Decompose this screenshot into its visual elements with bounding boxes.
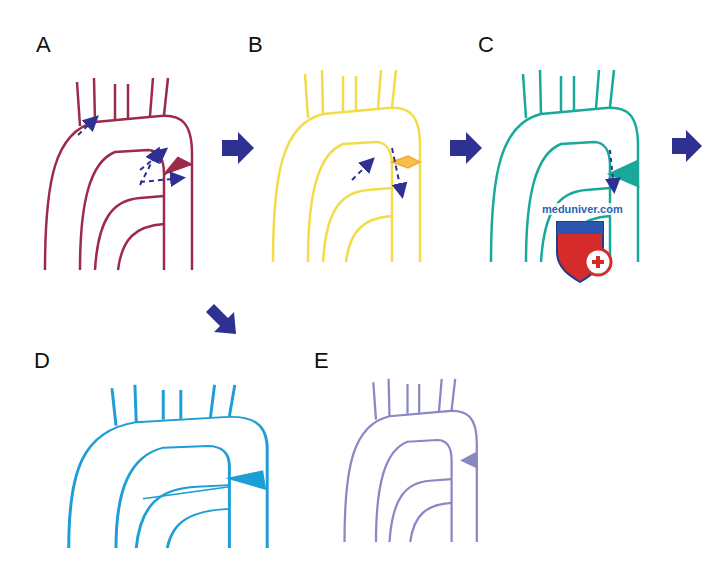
- panel-e: [345, 379, 477, 542]
- panel-letter: B: [248, 32, 263, 58]
- watermark-shield: [557, 222, 611, 282]
- flow-arrow-c: [610, 150, 614, 190]
- watermark: meduniver.com: [540, 203, 625, 215]
- panel-letter: C: [478, 32, 494, 58]
- block-arrows: [206, 130, 702, 334]
- panel-a: [45, 78, 192, 270]
- panel-letter: E: [314, 348, 329, 374]
- panel-letter: D: [34, 348, 50, 374]
- panel-c: [491, 70, 638, 262]
- flow-arrows-a: [78, 118, 182, 185]
- flow-arrows-b: [352, 148, 402, 195]
- panel-b: [273, 70, 420, 262]
- panel-letter: A: [36, 32, 51, 58]
- panel-d: [69, 385, 267, 548]
